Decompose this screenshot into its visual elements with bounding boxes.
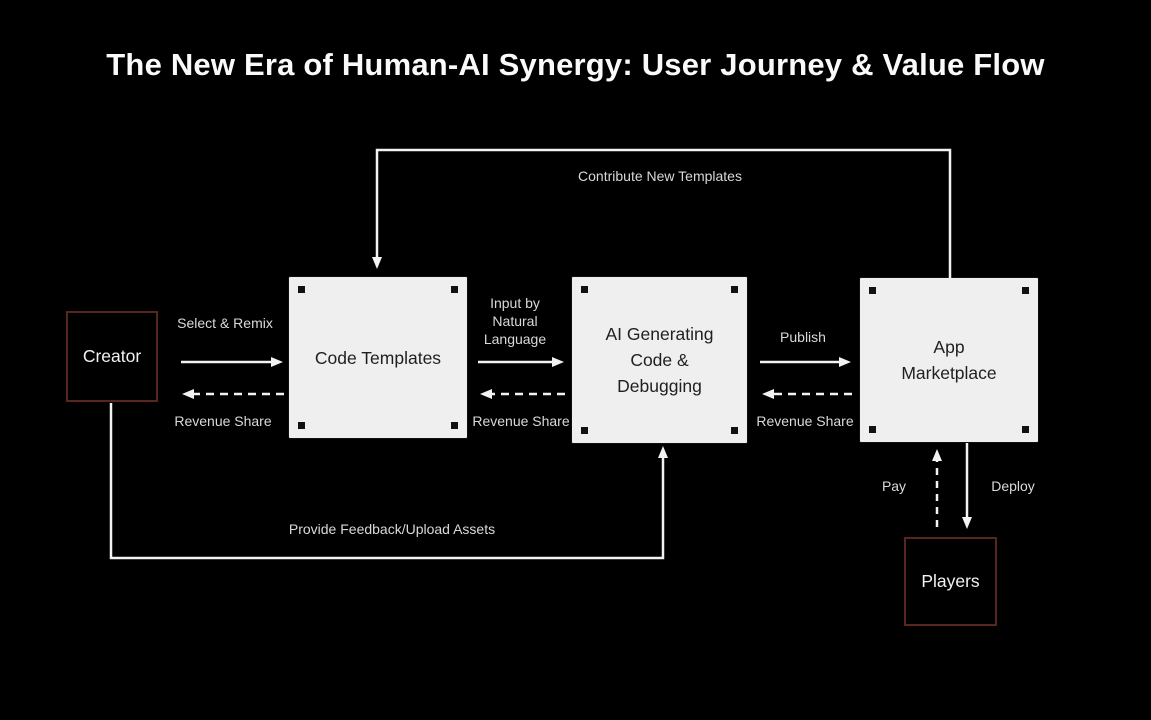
corner-handle xyxy=(1022,287,1029,294)
node-ai-generating-label: AI Generating Code & Debugging xyxy=(605,324,714,396)
corner-handle xyxy=(1022,426,1029,433)
edge-provide-feedback xyxy=(109,403,668,560)
corner-handle xyxy=(581,427,588,434)
edge-label-deploy: Deploy xyxy=(991,478,1035,494)
corner-handle xyxy=(581,286,588,293)
corner-handle xyxy=(731,427,738,434)
corner-handle xyxy=(298,286,305,293)
node-players: Players xyxy=(904,537,997,626)
corner-handle xyxy=(451,422,458,429)
edge-label-select-remix: Select & Remix xyxy=(177,315,273,331)
node-creator-label: Creator xyxy=(82,346,142,366)
node-code-templates-label: Code Templates xyxy=(314,347,442,368)
node-app-marketplace: App Marketplace xyxy=(860,278,1038,442)
edge-label-revenue-share-templates: Revenue Share xyxy=(174,413,272,429)
node-creator: Creator xyxy=(66,311,158,402)
node-players-label: Players xyxy=(921,571,980,591)
edge-label-input-natural-language: Input by Natural Language xyxy=(483,295,547,347)
corner-handle xyxy=(869,426,876,433)
edge-label-pay: Pay xyxy=(881,478,907,494)
corner-handle xyxy=(869,287,876,294)
edge-label-publish: Publish xyxy=(780,329,826,345)
corner-handle xyxy=(298,422,305,429)
node-ai-generating: AI Generating Code & Debugging xyxy=(572,277,747,443)
node-app-marketplace-label: App Marketplace xyxy=(901,337,997,383)
edge-contribute-new-templates xyxy=(372,148,952,278)
edge-label-provide-feedback: Provide Feedback/Upload Assets xyxy=(288,521,496,537)
edge-label-revenue-share-ai: Revenue Share xyxy=(472,413,570,429)
corner-handle xyxy=(731,286,738,293)
node-code-templates: Code Templates xyxy=(289,277,467,438)
edge-label-contribute-new-templates: Contribute New Templates xyxy=(578,168,742,184)
edge-label-revenue-share-marketplace: Revenue Share xyxy=(756,413,854,429)
diagram-title: The New Era of Human-AI Synergy: User Jo… xyxy=(106,47,1045,82)
corner-handle xyxy=(451,286,458,293)
